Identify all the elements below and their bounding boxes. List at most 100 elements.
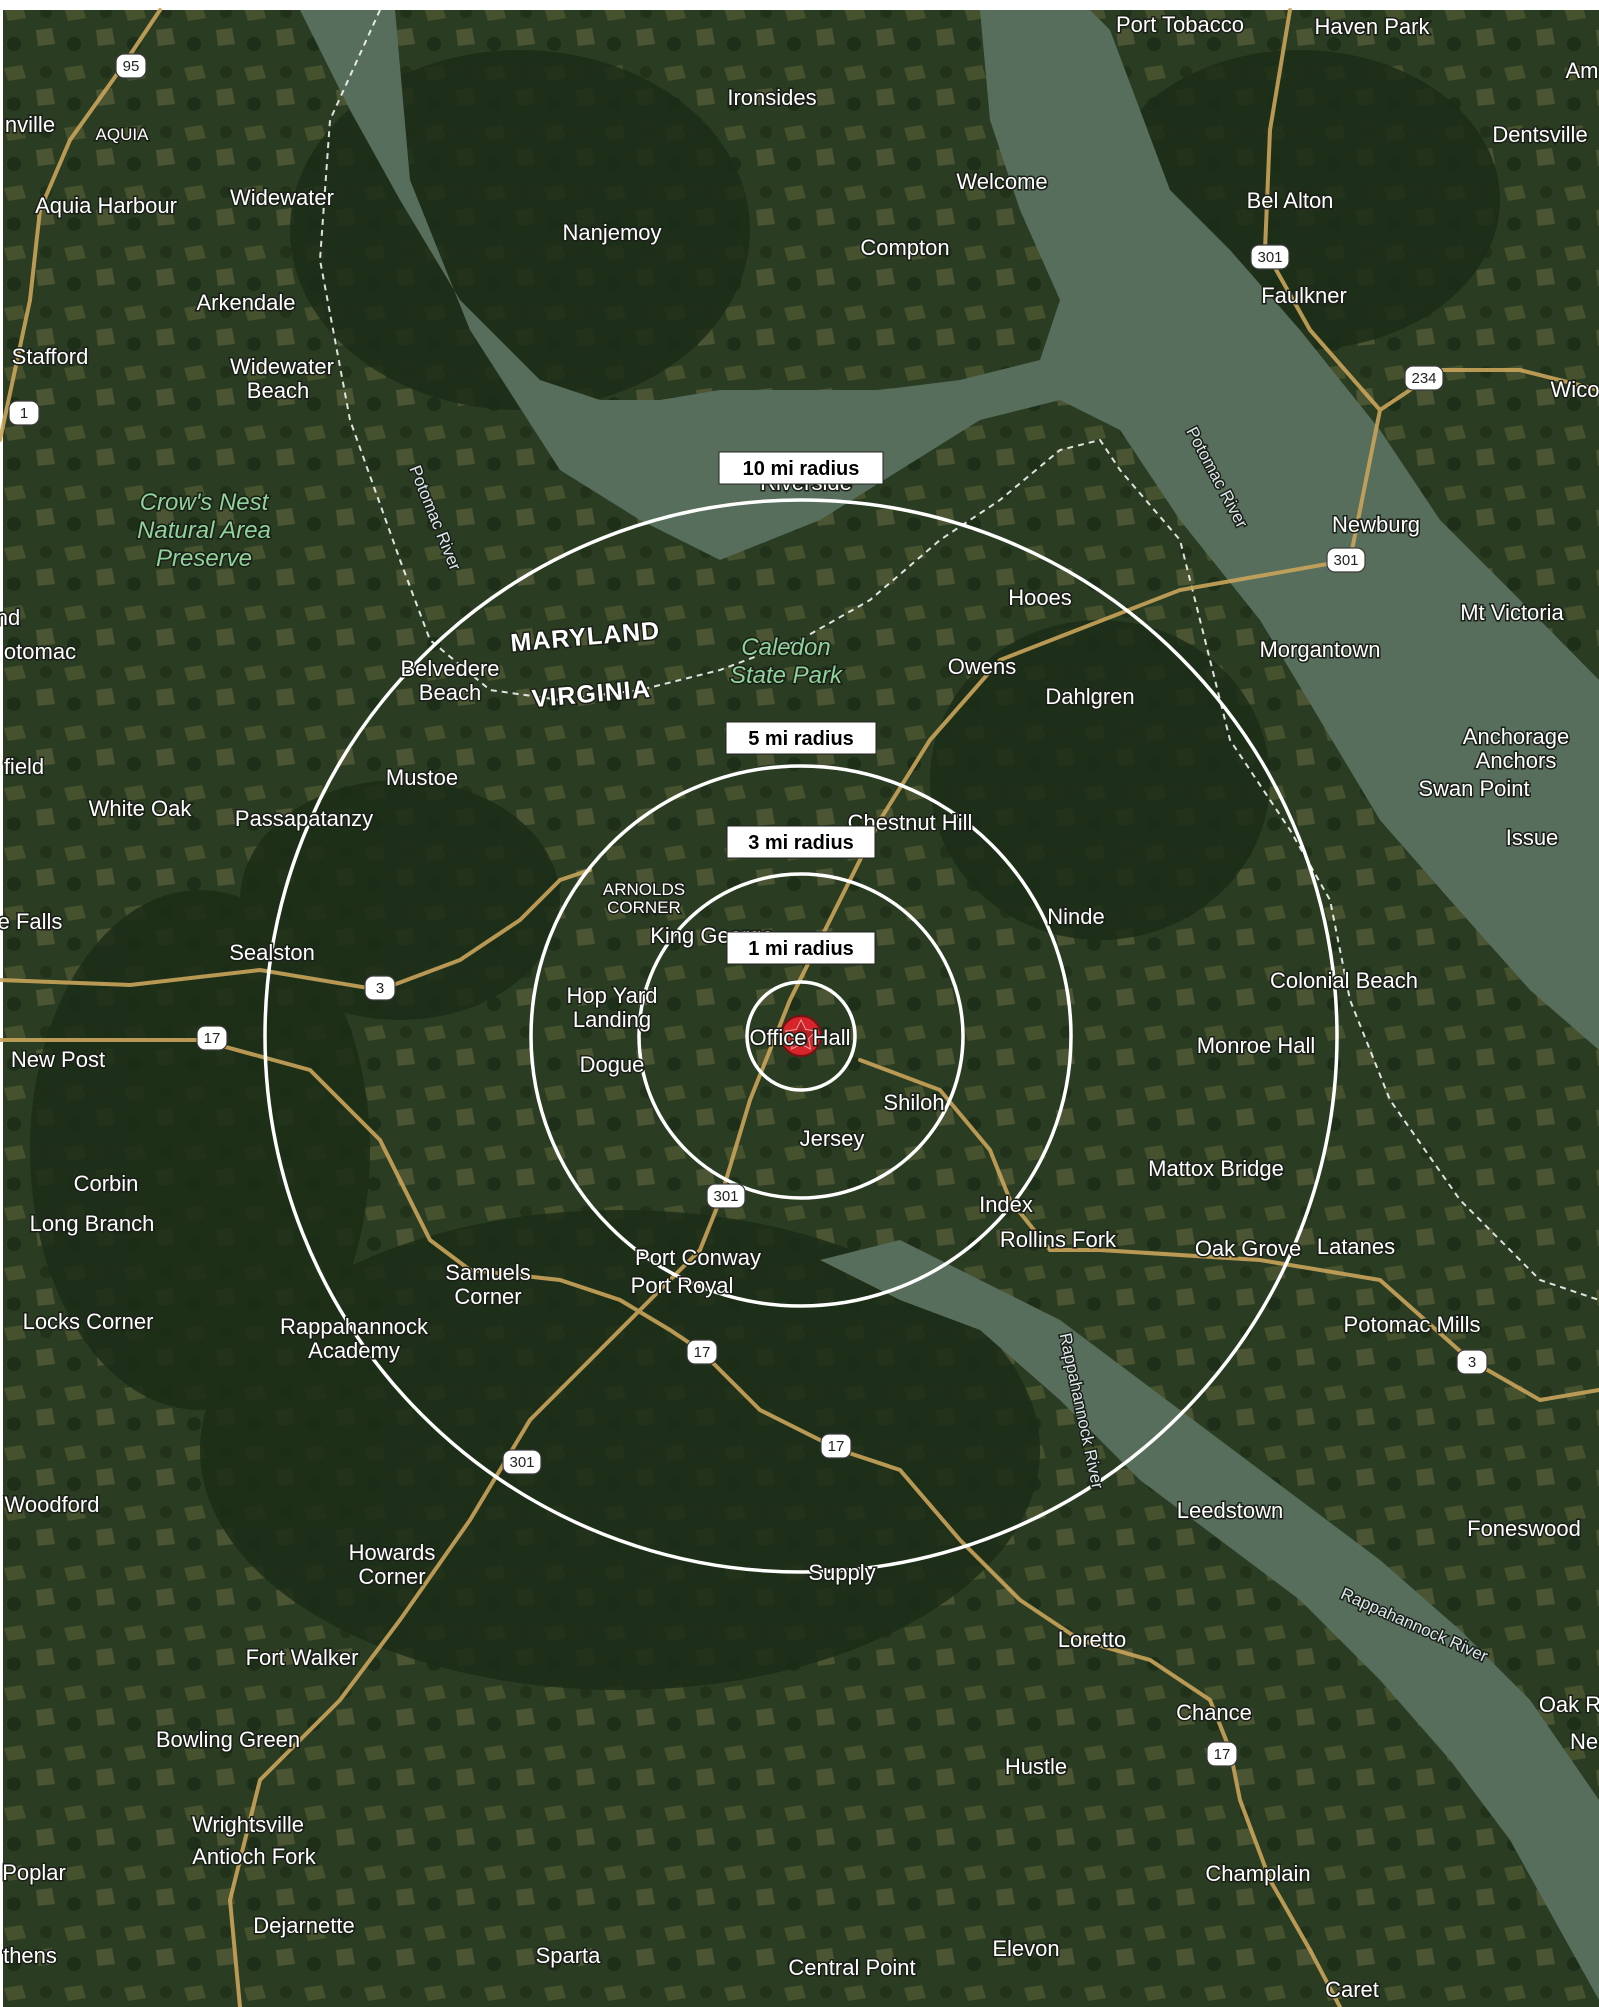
ring-label-box <box>726 931 876 965</box>
water-bodies <box>300 10 1599 2000</box>
route-number: 301 <box>509 1454 534 1471</box>
rappahannock-river-water <box>820 1240 1599 2000</box>
place-label: otomac <box>4 639 76 664</box>
place-label: Rappahannock <box>280 1314 429 1339</box>
place-label: Mattox Bridge <box>1148 1156 1284 1181</box>
place-label: Haven Park <box>1315 14 1431 39</box>
route-number: 301 <box>1257 249 1282 266</box>
place-label: Corbin <box>74 1171 139 1196</box>
place-label: Caret <box>1325 1977 1379 2002</box>
route-1-shield-icon: 1 <box>8 400 40 426</box>
place-label: Beach <box>247 378 309 403</box>
place-label: Central Point <box>788 1955 915 1980</box>
ring-label-text: 3 mi radius <box>748 832 854 854</box>
ring-label-3mi: 3 mi radius <box>726 825 876 859</box>
park-label: Natural Area <box>137 517 271 544</box>
place-label: Ironsides <box>727 85 816 110</box>
place-label: Monroe Hall <box>1197 1033 1316 1058</box>
place-label: Supply <box>808 1560 875 1585</box>
place-label: CORNER <box>607 898 681 917</box>
route-17-shield-icon: 17 <box>820 1433 852 1459</box>
place-label: Bel Alton <box>1247 188 1334 213</box>
radius-ring-10mi <box>263 498 1339 1574</box>
place-label: nd <box>0 605 20 630</box>
route-17-shield-icon: 17 <box>196 1025 228 1051</box>
place-label: Dahlgren <box>1045 684 1134 709</box>
center-marker[interactable] <box>780 1015 822 1057</box>
place-label: Index <box>979 1192 1033 1217</box>
place-label: Belvedere <box>400 656 499 681</box>
place-label: Woodford <box>5 1492 100 1517</box>
place-label: Aquia Harbour <box>35 193 177 218</box>
place-label: Corner <box>358 1564 425 1589</box>
place-label: Dejarnette <box>253 1913 355 1938</box>
place-label: Corner <box>454 1284 521 1309</box>
ring-label-1mi: 1 mi radius <box>726 931 876 965</box>
place-label: Academy <box>308 1338 400 1363</box>
place-label: Ne <box>1570 1729 1598 1754</box>
place-label: Office Hall <box>749 1025 850 1050</box>
place-label: Am <box>1566 58 1599 83</box>
place-label: AQUIA <box>96 125 150 144</box>
place-label: Arkendale <box>196 290 295 315</box>
place-label: ARNOLDS <box>603 880 685 899</box>
place-label: Wico <box>1551 377 1599 402</box>
place-label: Antioch Fork <box>192 1844 316 1869</box>
park-label: Crow's Nest <box>140 489 270 516</box>
route-number: 17 <box>828 1438 845 1455</box>
place-label: Bowling Green <box>156 1727 300 1752</box>
ring-label-box <box>726 825 876 859</box>
route-3-shield-icon: 3 <box>1456 1349 1488 1375</box>
place-label: Mt Victoria <box>1460 600 1564 625</box>
place-label: Leedstown <box>1177 1498 1283 1523</box>
place-label: Colonial Beach <box>1270 968 1418 993</box>
place-label: Jersey <box>800 1126 865 1151</box>
place-label: Sparta <box>536 1943 602 1968</box>
ring-label-box <box>718 451 884 485</box>
route-301-shield-icon: 301 <box>1326 547 1366 573</box>
route-number: 301 <box>713 1188 738 1205</box>
route-number: 17 <box>204 1030 221 1047</box>
route-number: 3 <box>1468 1354 1476 1371</box>
place-label: Mustoe <box>386 765 458 790</box>
route-95-shield-icon: 95 <box>115 53 147 79</box>
place-label: Ninde <box>1047 904 1104 929</box>
route-number: 95 <box>123 58 140 75</box>
state-label-virginia: VIRGINIA <box>531 675 652 713</box>
route-17-shield-icon: 17 <box>686 1339 718 1365</box>
place-label: Hop Yard <box>567 983 658 1008</box>
local-road-shiloh <box>858 1058 1102 1252</box>
route-number: 3 <box>376 980 384 997</box>
place-label: Anchorage <box>1463 724 1569 749</box>
place-label: Anchors <box>1476 748 1557 773</box>
place-label: Howards <box>349 1540 436 1565</box>
place-label: Hooes <box>1008 585 1072 610</box>
place-label: Port Tobacco <box>1116 12 1244 37</box>
route-301-shield-icon: 301 <box>502 1449 542 1475</box>
place-label: Loretto <box>1058 1627 1127 1652</box>
place-label: Champlain <box>1205 1861 1310 1886</box>
route-17-shield-icon: 17 <box>1206 1741 1238 1767</box>
place-label: Owens <box>948 654 1016 679</box>
place-label: Sealston <box>229 940 315 965</box>
route-301-shield-icon: 301 <box>1250 244 1290 270</box>
place-label: Morgantown <box>1259 637 1380 662</box>
radius-ring-3mi <box>637 872 965 1200</box>
place-label: Stafford <box>12 344 89 369</box>
ring-label-5mi: 5 mi radius <box>725 721 877 755</box>
ring-label-text: 1 mi radius <box>748 938 854 960</box>
potomac-river-water <box>300 10 1599 1050</box>
place-label: Beach <box>419 680 481 705</box>
route-number: 1 <box>20 405 28 422</box>
radius-rings <box>263 498 1339 1574</box>
place-label: Fort Walker <box>246 1645 359 1670</box>
route-234-shield-icon: 234 <box>1404 365 1444 391</box>
park-label: Preserve <box>156 545 252 572</box>
route-3-shield-icon: 3 <box>364 975 396 1001</box>
left-border <box>0 0 3 2007</box>
place-label: Wrightsville <box>192 1812 304 1837</box>
